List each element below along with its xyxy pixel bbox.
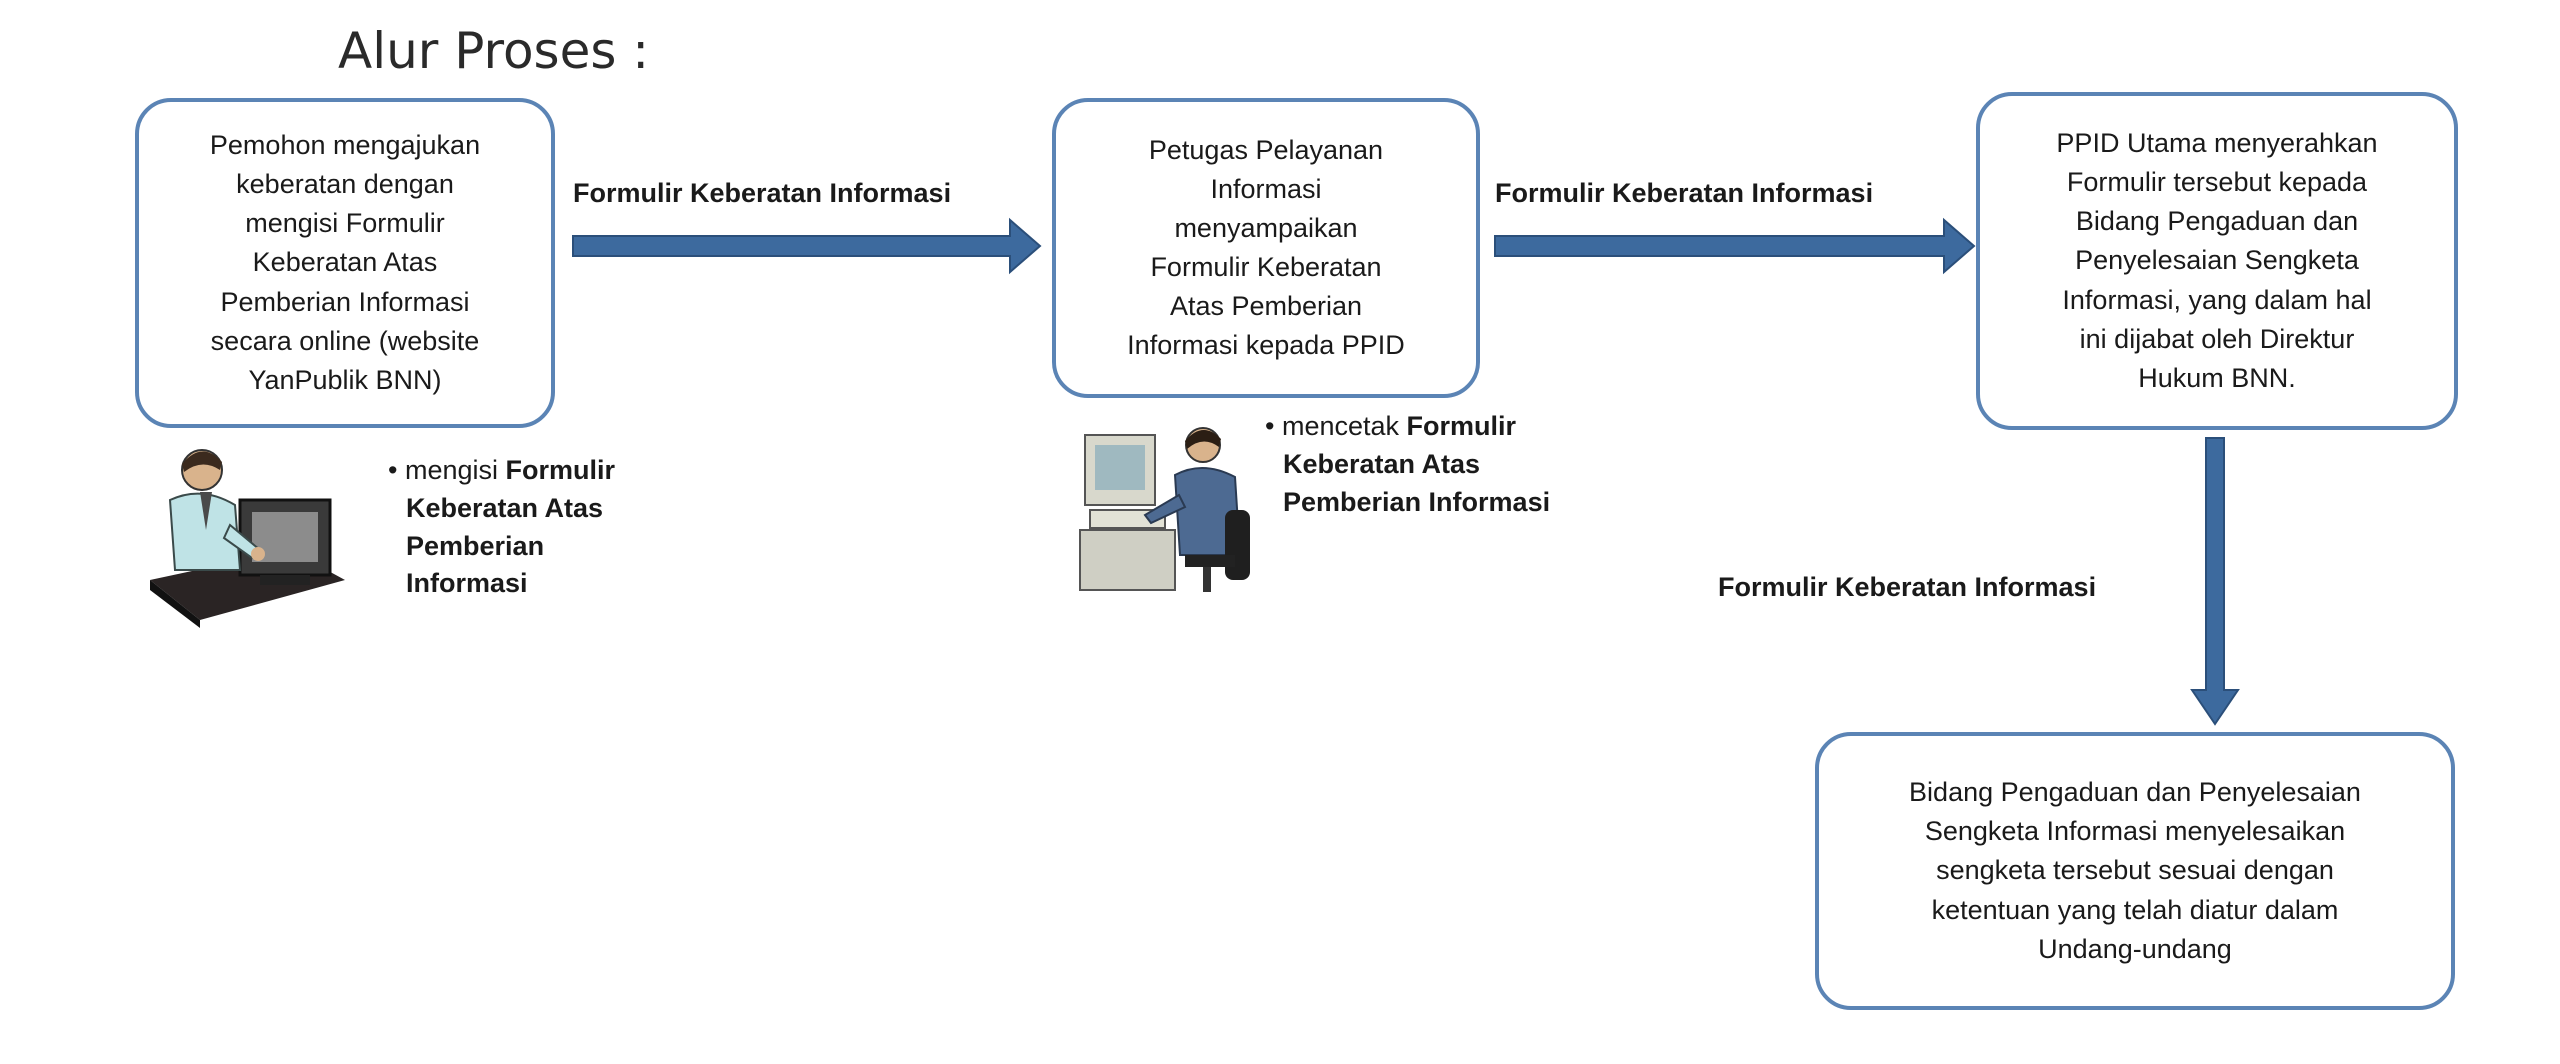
note-2-prefix: • mencetak (1265, 411, 1407, 441)
step-4-line: Undang-undang (2038, 933, 2232, 964)
step-1-line: keberatan dengan (236, 169, 454, 200)
step-1-line: mengisi Formulir (245, 208, 445, 239)
person-at-computer-icon (150, 449, 345, 628)
step-box-1: Pemohon mengajukan keberatan dengan meng… (135, 98, 555, 428)
step-2-line: Informasi (1210, 173, 1322, 204)
page-title: Alur Proses : (338, 22, 650, 80)
note-1-prefix: • mengisi (388, 455, 506, 485)
arrow-2-label: Formulir Keberatan Informasi (1495, 178, 1874, 208)
note-2-bold-line: Pemberian Informasi (1283, 486, 1551, 517)
arrow-3 (2190, 437, 2240, 726)
arrow-3-label: Formulir Keberatan Informasi (1718, 572, 2097, 602)
step-2-line: Atas Pemberian (1169, 291, 1363, 322)
step-3-line: Informasi, yang dalam hal (2062, 284, 2372, 315)
step-4-line: sengketa tersebut sesuai dengan (1936, 855, 2334, 886)
note-1-bold-line: Pemberian (406, 530, 545, 561)
step-1-line: Pemberian Informasi (220, 286, 470, 317)
step-4-line: ketentuan yang telah diatur dalam (1931, 894, 2339, 925)
step-3-line: Hukum BNN. (2138, 362, 2296, 393)
person-at-workstation-icon (1079, 427, 1250, 592)
note-2-bold-line: Formulir (1406, 411, 1517, 441)
step-3-line: Bidang Pengaduan dan (2075, 206, 2359, 237)
note-2-bold-line: Keberatan Atas (1283, 448, 1481, 479)
note-1-bold-line: Formulir (505, 455, 616, 485)
step-3-line: ini dijabat oleh Direktur (2079, 323, 2355, 354)
note-1: • mengisi Formulir Keberatan Atas Pember… (388, 452, 615, 603)
step-1-line: secara online (website (210, 325, 480, 356)
arrow-1-label: Formulir Keberatan Informasi (573, 178, 952, 208)
step-1-line: Keberatan Atas (252, 247, 438, 278)
step-4-line: Sengketa Informasi menyelesaikan (1924, 816, 2346, 847)
step-box-2: Petugas Pelayanan Informasi menyampaikan… (1052, 98, 1480, 398)
note-2: • mencetak Formulir Keberatan Atas Pembe… (1265, 408, 1550, 521)
step-3-line: PPID Utama menyerahkan (2056, 128, 2378, 158)
step-1-line: YanPublik BNN) (248, 364, 442, 395)
step-2-line: Formulir Keberatan (1150, 252, 1382, 282)
step-2-line: Petugas Pelayanan (1148, 134, 1384, 165)
step-box-3: PPID Utama menyerahkan Formulir tersebut… (1976, 92, 2458, 430)
note-1-bold-line: Keberatan Atas (406, 492, 604, 523)
step-1-line: Pemohon mengajukan (209, 130, 481, 160)
step-4-line: Bidang Pengaduan dan Penyelesaian (1909, 777, 2361, 808)
note-1-bold-line: Informasi (406, 568, 528, 599)
arrow-1 (572, 217, 1042, 275)
step-box-4: Bidang Pengaduan dan Penyelesaian Sengke… (1815, 732, 2455, 1010)
arrow-2 (1494, 217, 1976, 275)
step-3-line: Formulir tersebut kepada (2066, 167, 2368, 198)
step-3-line: Penyelesaian Sengketa (2075, 245, 2359, 276)
step-2-line: menyampaikan (1174, 212, 1358, 243)
step-2-line: Informasi kepada PPID (1127, 330, 1405, 361)
